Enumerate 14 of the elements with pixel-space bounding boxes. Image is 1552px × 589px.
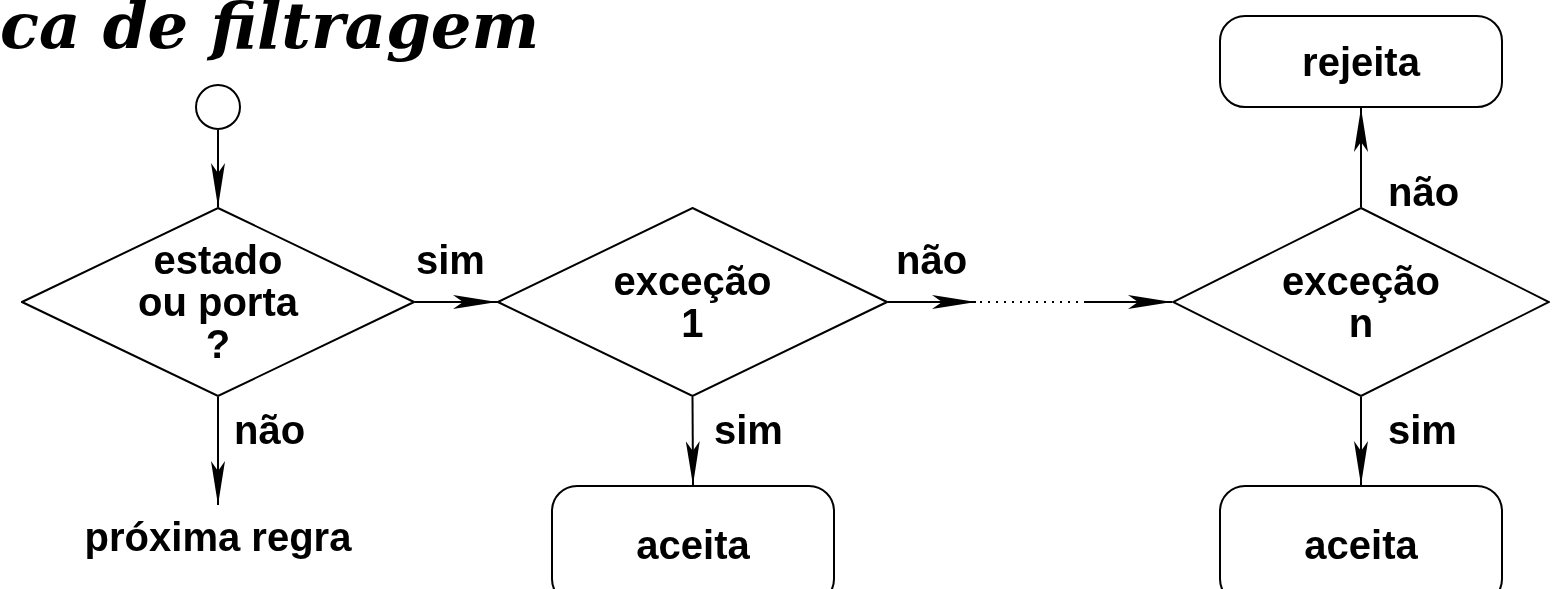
end-label: próxima regra	[40, 505, 396, 569]
terminal-box: aceita	[1219, 485, 1503, 589]
decision-diamond: exceção n	[1172, 207, 1550, 397]
arrow	[887, 295, 1173, 309]
terminal-box: rejeita	[1219, 15, 1503, 108]
arrow	[211, 396, 225, 506]
decision-diamond: estado ou porta ?	[21, 207, 415, 397]
decision-diamond: exceção 1	[497, 207, 888, 397]
arrow	[1354, 396, 1368, 486]
arrow	[414, 295, 498, 309]
arrow	[1354, 107, 1368, 208]
arrow	[685, 396, 700, 486]
terminal-box: aceita	[551, 485, 835, 589]
arrow	[211, 129, 225, 208]
